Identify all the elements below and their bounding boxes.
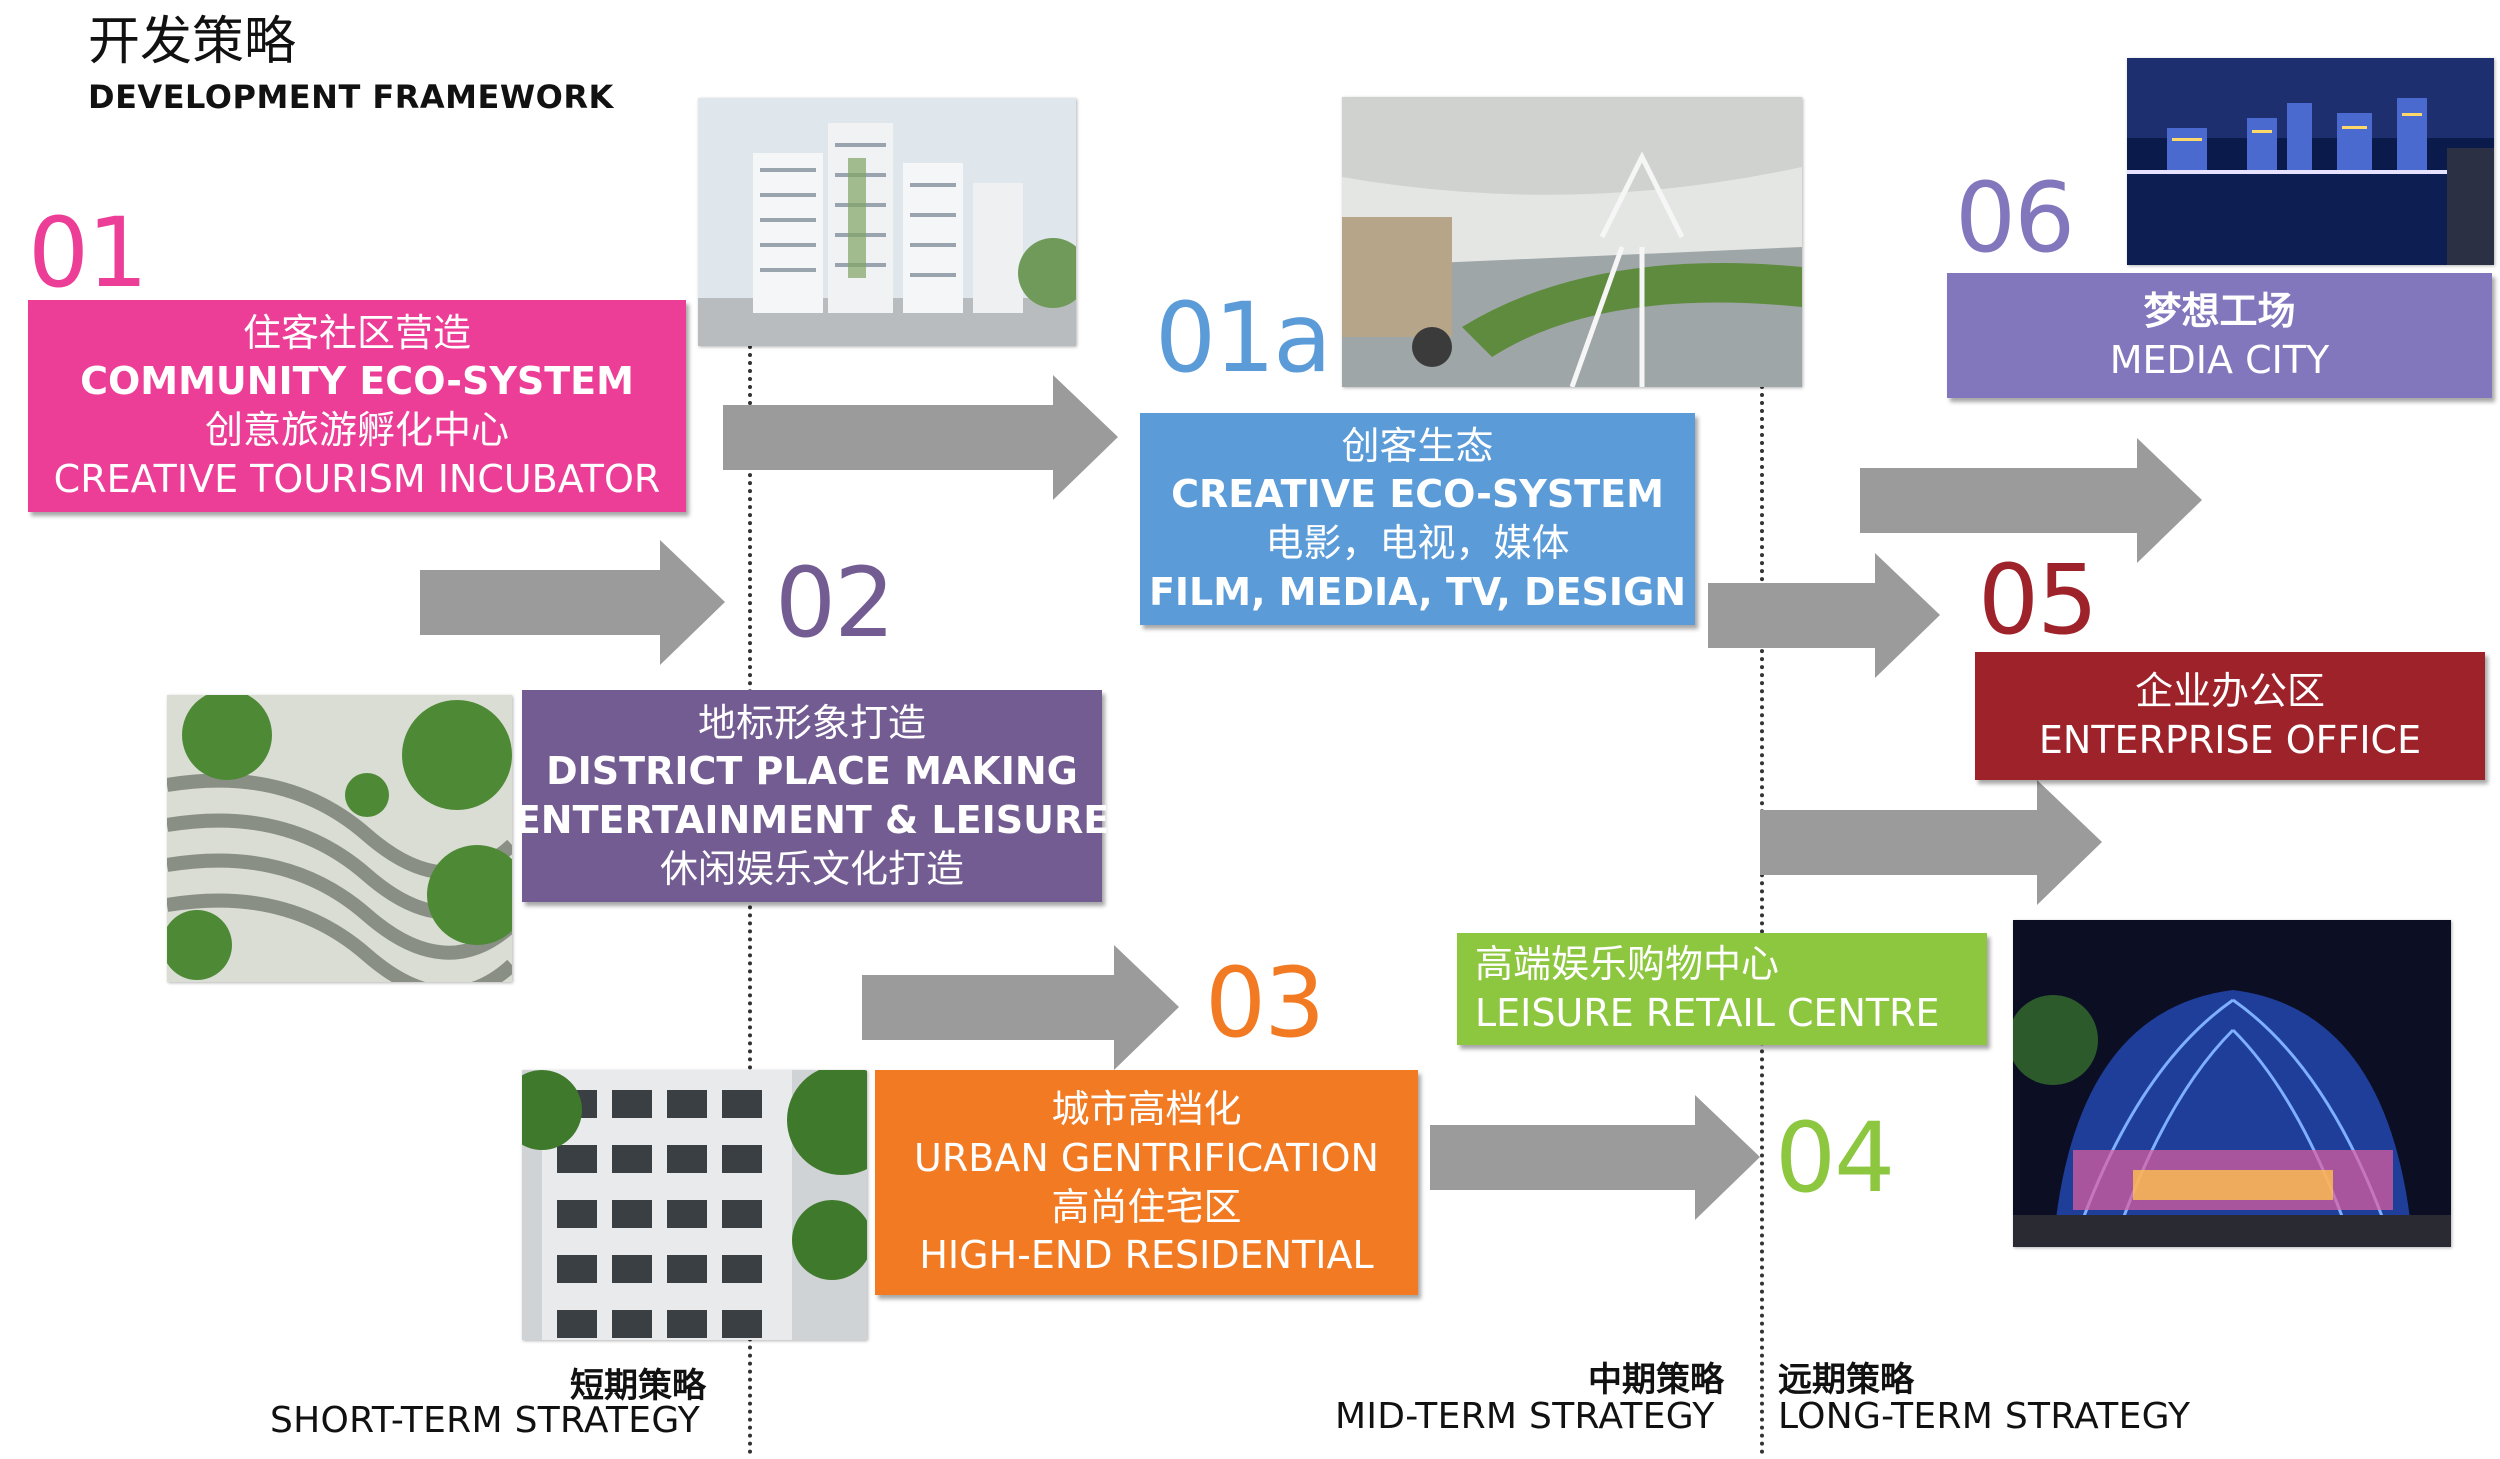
stage-number-02: 02 xyxy=(775,547,895,659)
page-title-cn: 开发策略 xyxy=(88,12,297,72)
stage-03-line-3: 高尚住宅区 xyxy=(1051,1184,1242,1229)
stage-box-03: 城市高档化 URBAN GENTRIFICATION 高尚住宅区 HIGH-EN… xyxy=(875,1070,1418,1295)
stage-box-05: 企业办公区 ENTERPRISE OFFICE xyxy=(1975,652,2485,780)
stage-01a-line-2: CREATIVE ECO-SYSTEM xyxy=(1171,472,1664,517)
stage-02-line-3: ENTERTAINMENT & LEISURE xyxy=(514,798,1110,842)
stage-04-line-1: 高端娱乐购物中心 xyxy=(1475,942,1780,987)
page-title-en: DEVELOPMENT FRAMEWORK xyxy=(88,78,614,116)
mid-term-label-en: MID-TERM STRATEGY xyxy=(1335,1396,1715,1437)
stage-03-line-1: 城市高档化 xyxy=(1051,1087,1242,1132)
stage-number-01a: 01a xyxy=(1155,282,1332,394)
stage-01-line-4: CREATIVE TOURISM INCUBATOR xyxy=(53,456,661,501)
stage-number-05: 05 xyxy=(1978,544,2098,656)
stage-box-01: 住客社区营造 COMMUNITY ECO-SYSTEM 创意旅游孵化中心 CRE… xyxy=(28,300,686,512)
residential-facade-image xyxy=(522,1070,867,1340)
stage-box-06: 梦想工场 MEDIA CITY xyxy=(1947,273,2492,398)
stage-02-line-1: 地标形象打造 xyxy=(697,700,926,745)
mid-term-label-cn: 中期策略 xyxy=(1588,1360,1724,1400)
stage-03-line-4: HIGH-END RESIDENTIAL xyxy=(919,1233,1374,1278)
arrow-to-06 xyxy=(1860,438,2202,563)
stage-box-04: 高端娱乐购物中心 LEISURE RETAIL CENTRE xyxy=(1457,933,1987,1045)
creative-space-image xyxy=(1342,97,1802,387)
stage-box-01a: 创客生态 CREATIVE ECO-SYSTEM 电影，电视，媒体 FILM, … xyxy=(1140,413,1695,625)
tower-rendering-image xyxy=(698,98,1076,346)
stage-05-line-1: 企业办公区 xyxy=(2134,669,2325,714)
arrow-01a-to-05 xyxy=(1708,553,1940,678)
arrow-01-to-02 xyxy=(420,540,725,665)
stage-03-line-2: URBAN GENTRIFICATION xyxy=(914,1135,1379,1180)
mid-term-divider xyxy=(1760,385,1764,1455)
stage-number-01: 01 xyxy=(28,197,148,309)
stage-06-line-1: 梦想工场 xyxy=(2143,288,2296,333)
stage-01a-line-4: FILM, MEDIA, TV, DESIGN xyxy=(1148,569,1687,614)
retail-centre-image xyxy=(2013,920,2451,1247)
short-term-label-en: SHORT-TERM STRATEGY xyxy=(270,1400,701,1441)
arrow-02-to-03 xyxy=(862,945,1179,1070)
stage-05-line-2: ENTERPRISE OFFICE xyxy=(2038,718,2422,762)
stage-01a-line-3: 电影，电视，媒体 xyxy=(1265,521,1570,565)
arrow-03-to-04 xyxy=(1430,1095,1760,1220)
stage-number-06: 06 xyxy=(1955,162,2075,274)
long-term-label-en: LONG-TERM STRATEGY xyxy=(1778,1396,2191,1437)
stage-02-line-2: DISTRICT PLACE MAKING xyxy=(546,749,1078,794)
stage-box-02: 地标形象打造 DISTRICT PLACE MAKING ENTERTAINME… xyxy=(515,690,1109,902)
green-terraces-image xyxy=(167,695,512,982)
arrow-01-to-01a xyxy=(723,375,1118,500)
stage-04-line-2: LEISURE RETAIL CENTRE xyxy=(1475,991,1940,1035)
media-city-image xyxy=(2127,58,2494,265)
short-term-label-cn: 短期策略 xyxy=(570,1366,706,1406)
long-term-label-cn: 远期策略 xyxy=(1778,1360,1914,1400)
stage-01-line-1: 住客社区营造 xyxy=(242,310,471,355)
stage-01-line-3: 创意旅游孵化中心 xyxy=(204,408,509,452)
stage-number-04: 04 xyxy=(1775,1102,1895,1214)
stage-02-line-4: 休闲娱乐文化打造 xyxy=(659,846,964,891)
stage-number-03: 03 xyxy=(1205,947,1325,1059)
arrow-to-04-retail xyxy=(1760,780,2102,905)
stage-01a-line-1: 创客生态 xyxy=(1341,423,1494,468)
stage-06-line-2: MEDIA CITY xyxy=(2109,337,2330,382)
stage-01-line-2: COMMUNITY ECO-SYSTEM xyxy=(80,359,634,404)
